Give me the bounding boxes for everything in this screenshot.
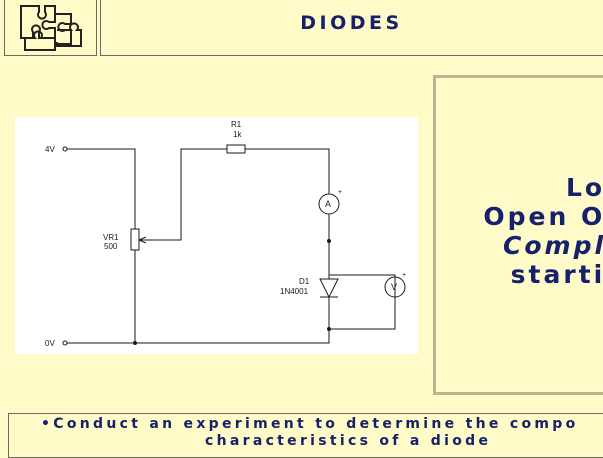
vr1-name: VR1 [103, 233, 119, 242]
header-bar: DIODES [0, 0, 603, 58]
vr1-value: 500 [104, 242, 118, 251]
aim-line-2: Open On [483, 202, 603, 231]
ammeter-symbol: A [325, 199, 331, 209]
supply-label: 4V [45, 145, 55, 154]
wiper-wire [139, 148, 227, 241]
page-title: DIODES [300, 12, 403, 34]
ground-wire [67, 274, 396, 344]
objective-line-2: characteristics of a diode [205, 433, 492, 449]
aim-line-3: Comple [503, 231, 603, 260]
r1-name: R1 [231, 120, 242, 129]
objective-text: •Conduct an experiment to determine the … [41, 416, 603, 450]
d1-name: D1 [299, 277, 310, 286]
objective-line-1: •Conduct an experiment to determine the … [41, 416, 579, 432]
r1-to-ammeter-wire [245, 148, 330, 194]
d1-part: 1N4001 [280, 287, 309, 296]
ammeter-plus: + [338, 189, 342, 196]
voltmeter-symbol: V [391, 282, 397, 292]
aim-text: Log Open On Comple startin [436, 173, 603, 289]
logo-box [4, 0, 97, 56]
supply-terminal [62, 146, 68, 152]
circuit-diagram: 4V 0V R1 1k VR1 500 D1 1N4001 A V + + [15, 117, 418, 354]
diode-symbol [319, 278, 339, 299]
objective-box: •Conduct an experiment to determine the … [8, 413, 603, 458]
ground-label: 0V [45, 339, 55, 348]
aim-panel: Log Open On Comple startin [433, 75, 603, 395]
voltmeter [384, 276, 406, 298]
aim-line-4: startin [510, 260, 603, 289]
aim-line-1: Log [565, 173, 603, 202]
voltmeter-plus: + [402, 272, 406, 279]
r1-body [226, 144, 246, 154]
r1-value: 1k [233, 130, 242, 139]
title-box: DIODES [100, 0, 603, 56]
ground-terminal [62, 340, 68, 346]
supply-wire [67, 148, 136, 229]
puzzle-icon [20, 5, 82, 51]
wiper-arrow [138, 236, 147, 244]
vr1-body [130, 228, 140, 251]
